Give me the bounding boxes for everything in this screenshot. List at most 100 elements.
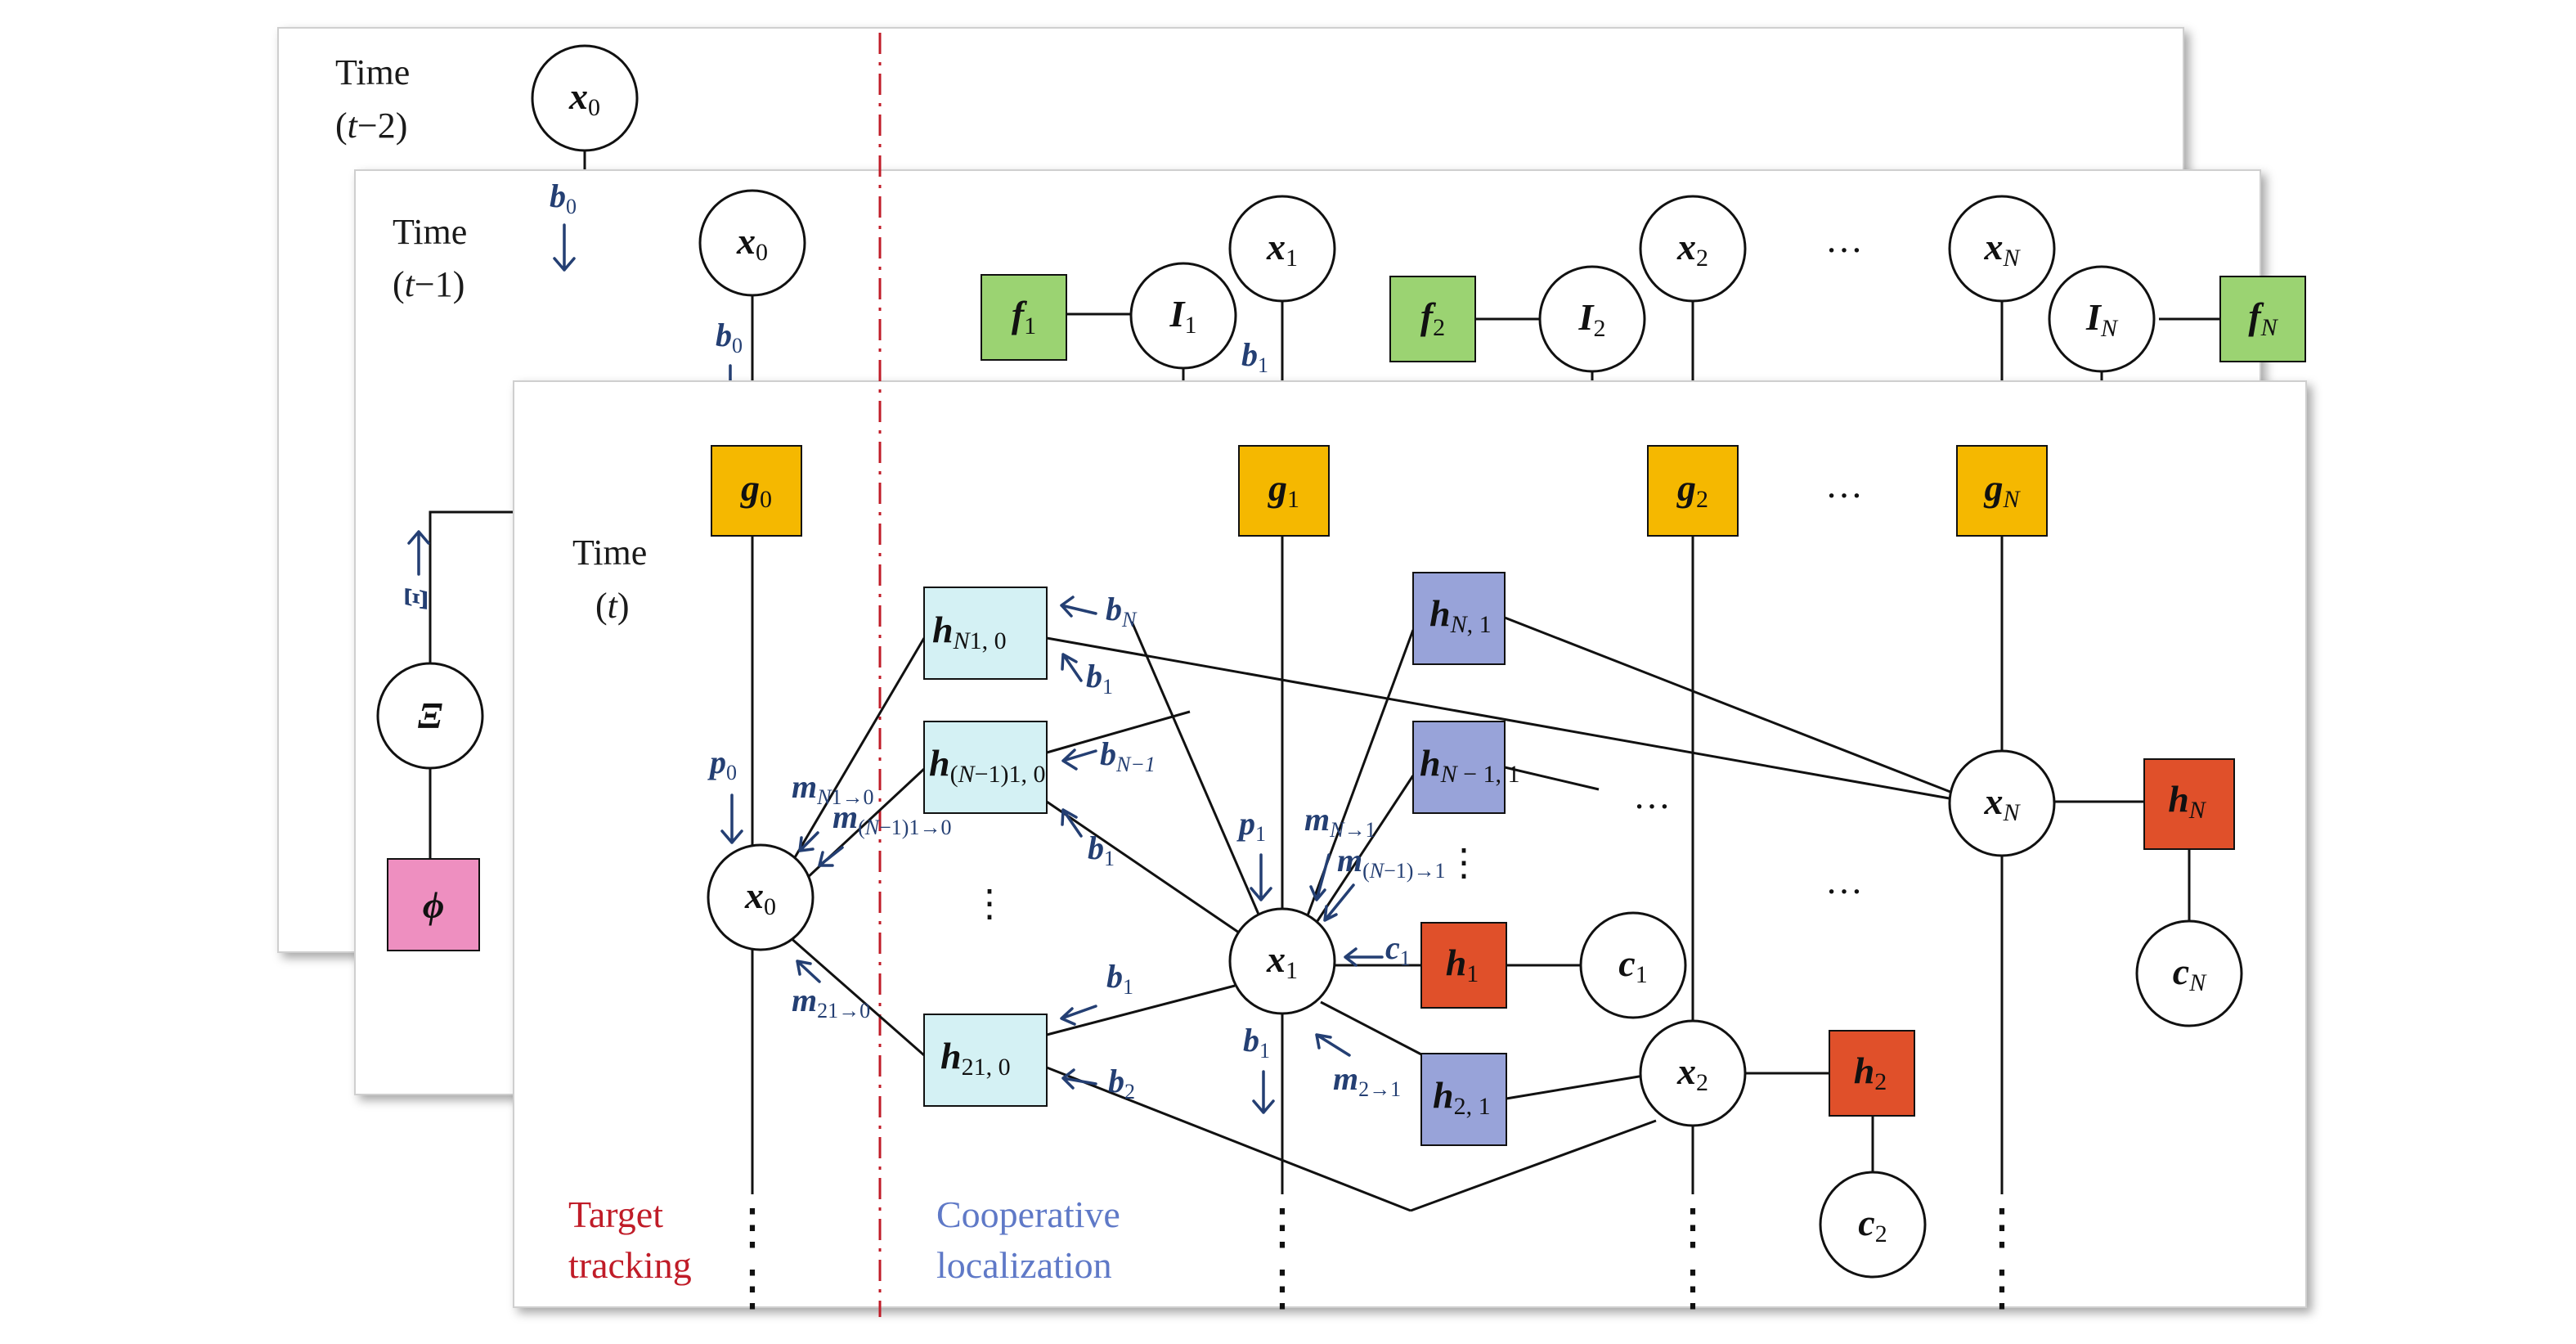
factor-hN [2143, 758, 2235, 850]
svg-text:Ξ: Ξ [397, 588, 434, 609]
node-I2-label: I2 [1578, 296, 1606, 342]
factor-fN [2219, 276, 2306, 362]
node-x0-t-minus-1 [698, 189, 806, 297]
time-label-t-minus-2: Time (t−2) [335, 52, 410, 146]
factor-f1 [981, 274, 1067, 361]
node-x1-t-minus-1 [1228, 195, 1336, 303]
node-I2 [1538, 265, 1646, 373]
factor-g0 [711, 445, 802, 537]
svg-text:Cooperative: Cooperative [936, 1193, 1120, 1235]
ellipsis-g: … [1825, 464, 1863, 506]
message-bN: bN [1060, 591, 1138, 632]
node-x0 [707, 843, 815, 951]
node-I1-label: I1 [1169, 293, 1197, 339]
svg-text:mN1→0: mN1→0 [792, 768, 873, 809]
svg-text:b1: b1 [1106, 958, 1133, 999]
svg-text:⋮: ⋮ [728, 1200, 777, 1254]
message-b0-t-minus-2: b0 [550, 178, 577, 272]
factor-h2-label: h2 [1854, 1050, 1887, 1095]
factor-f2-label: f2 [1420, 295, 1445, 341]
svg-text:b2: b2 [1108, 1063, 1135, 1104]
factor-hNm11 [1412, 721, 1506, 814]
svg-text:b1: b1 [1243, 1022, 1270, 1063]
node-I1 [1129, 262, 1237, 370]
node-xN [1948, 749, 2056, 857]
factor-h210 [923, 1014, 1048, 1107]
node-x1-label: x1 [1266, 938, 1298, 984]
time-label-t: Time (t) [572, 533, 647, 626]
message-mN10: mN1→0 [792, 768, 873, 852]
svg-text:⋮: ⋮ [1258, 1200, 1307, 1254]
node-cN-label: cN [2173, 951, 2207, 996]
svg-text:⋮: ⋮ [1977, 1261, 2026, 1315]
continuation-dots: ⋮ ⋮ ⋮ ⋮ ⋮ ⋮ ⋮ ⋮ [728, 1200, 2026, 1315]
message-mNm110: m(N−1)1→0 [818, 798, 951, 867]
message-b2: b2 [1061, 1063, 1135, 1104]
node-x2 [1639, 1019, 1747, 1127]
svg-text:Target: Target [568, 1193, 663, 1235]
factor-h21-label: h2, 1 [1433, 1074, 1491, 1120]
svg-text:Time: Time [335, 52, 410, 92]
time-label-t-minus-1: Time (t−1) [393, 212, 467, 304]
svg-text:(t): (t) [595, 586, 630, 626]
svg-text:(t−2): (t−2) [335, 106, 407, 146]
region-label-cooperative-localization: Cooperative localization [936, 1193, 1120, 1286]
node-cN [2135, 919, 2243, 1027]
svg-text:⋮: ⋮ [728, 1261, 777, 1315]
svg-text:b1: b1 [1088, 829, 1115, 870]
node-x2-t-minus-1-label: x2 [1676, 226, 1708, 272]
svg-text:⋮: ⋮ [1668, 1200, 1717, 1254]
node-xi-label: Ξ [418, 694, 442, 736]
ellipsis-h-coop: … [1633, 775, 1671, 816]
ellipsis-x-top: … [1825, 218, 1863, 260]
node-c2-label: c2 [1858, 1202, 1887, 1247]
svg-text:Time: Time [572, 533, 647, 573]
svg-text:b0: b0 [716, 317, 743, 357]
svg-text:c1: c1 [1385, 929, 1411, 970]
node-x1-t-minus-1-label: x1 [1266, 226, 1298, 272]
message-c1: c1 [1344, 929, 1411, 970]
svg-text:b1: b1 [1241, 336, 1268, 377]
region-label-target-tracking: Target tracking [568, 1193, 692, 1286]
svg-text:m(N−1)→1: m(N−1)→1 [1337, 842, 1445, 883]
svg-text:m21→0: m21→0 [792, 982, 870, 1023]
message-mNm11: m(N−1)→1 [1323, 842, 1445, 922]
factor-h1-label: h1 [1446, 942, 1479, 987]
factor-hNm110-label: h(N−1)1, 0 [929, 742, 1046, 788]
message-p1: p1 [1236, 805, 1272, 901]
factor-fN-label: fN [2248, 295, 2278, 341]
svg-text:p1: p1 [1236, 805, 1266, 846]
factor-g2 [1647, 445, 1739, 537]
factor-g1 [1238, 445, 1330, 537]
node-xN-label: xN [1983, 780, 2021, 826]
message-m210: m21→0 [792, 960, 870, 1023]
vdots-h-coop: ⋮ [1445, 842, 1483, 883]
node-c1-label: c1 [1618, 942, 1647, 988]
node-x0-t-minus-1-label: x0 [736, 220, 768, 266]
message-b1-a: b1 [1061, 653, 1113, 699]
factor-hN1 [1412, 572, 1506, 665]
svg-text:m(N−1)1→0: m(N−1)1→0 [832, 798, 951, 839]
factor-hN10 [923, 587, 1048, 680]
message-p0: p0 [707, 744, 743, 844]
factor-hN-label: hN [2168, 778, 2207, 824]
svg-text:bN: bN [1106, 591, 1138, 632]
message-b1-c: b1 [1060, 958, 1133, 1026]
node-x0-t-minus-2-label: x0 [568, 75, 600, 121]
factor-h1 [1420, 922, 1507, 1009]
factor-phi [387, 858, 480, 951]
factor-h210-label: h21, 0 [940, 1035, 1011, 1081]
svg-text:Time: Time [393, 212, 467, 252]
node-xN-t-minus-1-label: xN [1983, 226, 2021, 272]
message-bNm1: bN−1 [1061, 735, 1156, 776]
svg-text:(t−1): (t−1) [393, 264, 464, 304]
factor-hNm110 [923, 721, 1048, 814]
node-x0-label: x0 [744, 874, 776, 920]
ellipsis-x-mid: … [1825, 860, 1863, 901]
node-c2 [1819, 1171, 1927, 1279]
factor-hN10-label: hN1, 0 [932, 609, 1007, 654]
svg-text:tracking: tracking [568, 1244, 692, 1286]
node-xi [376, 662, 484, 770]
node-x2-label: x2 [1676, 1050, 1708, 1096]
